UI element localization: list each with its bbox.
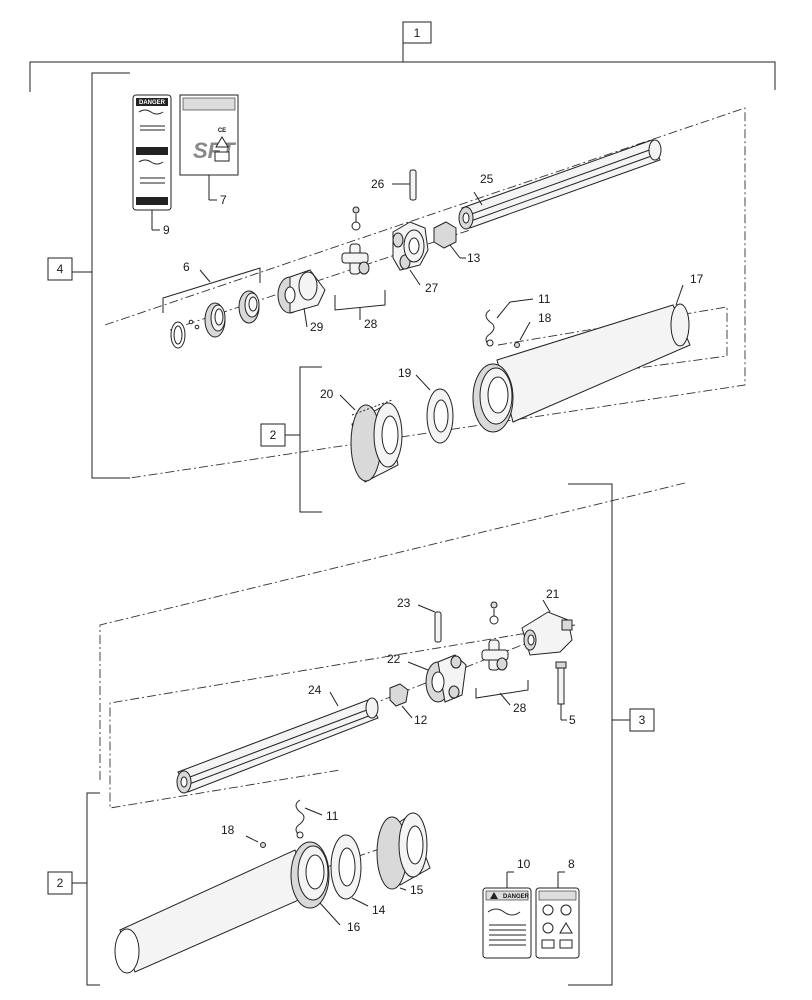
slide-piece-12: 12 [389,683,428,727]
decal-10-danger: DANGER [503,894,530,900]
tube-end-cone-upper [472,363,514,433]
callout-box-1[interactable] [402,21,432,44]
guard-tube-17: 17 [496,272,704,423]
screw-18-upper: 18 [514,311,552,348]
assembly-bracket-4: 4 [47,72,130,479]
yoke-29: 29 [277,269,326,334]
assembly-bracket-2-lower: 2 [47,792,100,986]
callout-9: 9 [163,223,170,237]
bolt-5: 5 [555,661,576,727]
callout-18-upper: 18 [538,311,552,325]
assembly-bracket-2-upper: 2 [260,366,322,513]
yoke-22: 22 [387,652,467,703]
assembly-bracket-1: 1 [29,21,776,92]
callout-24: 24 [308,683,322,697]
grease-fitting-upper [351,221,361,231]
callout-6: 6 [183,260,190,274]
cross-journal-28-lower: 28 [475,601,529,715]
callout-23: 23 [397,596,411,610]
callout-19: 19 [398,366,412,380]
yoke-27: 27 [392,221,439,295]
cross-journal-28-upper: 28 [334,206,386,331]
callout-26: 26 [371,177,385,191]
decal-9-danger-top: DANGER [139,100,166,106]
callout-2-lower: 2 [57,876,64,890]
callout-5: 5 [569,713,576,727]
callout-13: 13 [467,251,481,265]
guard-tube-16: 16 [114,841,361,974]
upper-tube-outline [497,306,728,386]
profile-tube-25: 25 [458,139,662,230]
profile-tube-24: 24 [176,683,379,794]
callout-11-upper: 11 [538,292,551,306]
safety-chain-11-lower: 11 [295,799,339,839]
callout-box-3[interactable] [629,708,655,732]
callout-14: 14 [372,903,386,917]
callout-20: 20 [320,387,334,401]
callout-8: 8 [568,857,575,871]
part-group-6: 6 [162,260,261,349]
callout-16: 16 [347,920,361,934]
assembly-bracket-3: 3 [568,483,655,986]
callout-22: 22 [387,652,401,666]
flange-ring-14: 14 [330,834,386,917]
decal-7: SFT CE 7 [179,94,239,207]
guard-bearing-20: 20 [320,387,403,483]
lower-group-outline [99,482,686,780]
callout-2-upper: 2 [270,428,277,442]
callout-25: 25 [480,172,494,186]
callout-11-lower: 11 [326,809,339,823]
callout-10: 10 [517,857,531,871]
callout-7: 7 [220,193,227,207]
yoke-21: 21 [521,587,573,656]
guard-bearing-15: 15 [376,812,431,897]
callout-17: 17 [690,272,704,286]
decal-8: 8 [535,857,580,959]
callout-box-2-upper[interactable] [260,423,286,447]
callout-28-upper: 28 [364,317,378,331]
roll-pin-26: 26 [371,169,417,201]
safety-chain-11-upper: 11 [485,292,551,347]
lower-inner-outline [109,624,576,809]
ce-mark: CE [218,128,226,134]
callout-box-2-lower[interactable] [47,871,73,895]
decal-9: DANGER 9 [132,94,172,237]
callout-28-lower: 28 [513,701,527,715]
callout-1: 1 [414,26,421,40]
slide-piece-13: 13 [433,221,481,265]
callout-29: 29 [310,320,324,334]
callout-4: 4 [57,262,64,276]
grease-fitting-lower [489,615,499,625]
callout-21: 21 [546,587,560,601]
callout-27: 27 [425,281,439,295]
flange-ring-19: 19 [398,366,454,444]
callout-18-lower: 18 [221,823,235,837]
roll-pin-23: 23 [397,596,442,643]
callout-12: 12 [414,713,428,727]
screw-18-lower: 18 [221,823,266,848]
callout-15: 15 [410,883,424,897]
callout-box-4[interactable] [47,257,73,281]
decal-10: DANGER 10 [482,857,532,959]
callout-3: 3 [639,713,646,727]
